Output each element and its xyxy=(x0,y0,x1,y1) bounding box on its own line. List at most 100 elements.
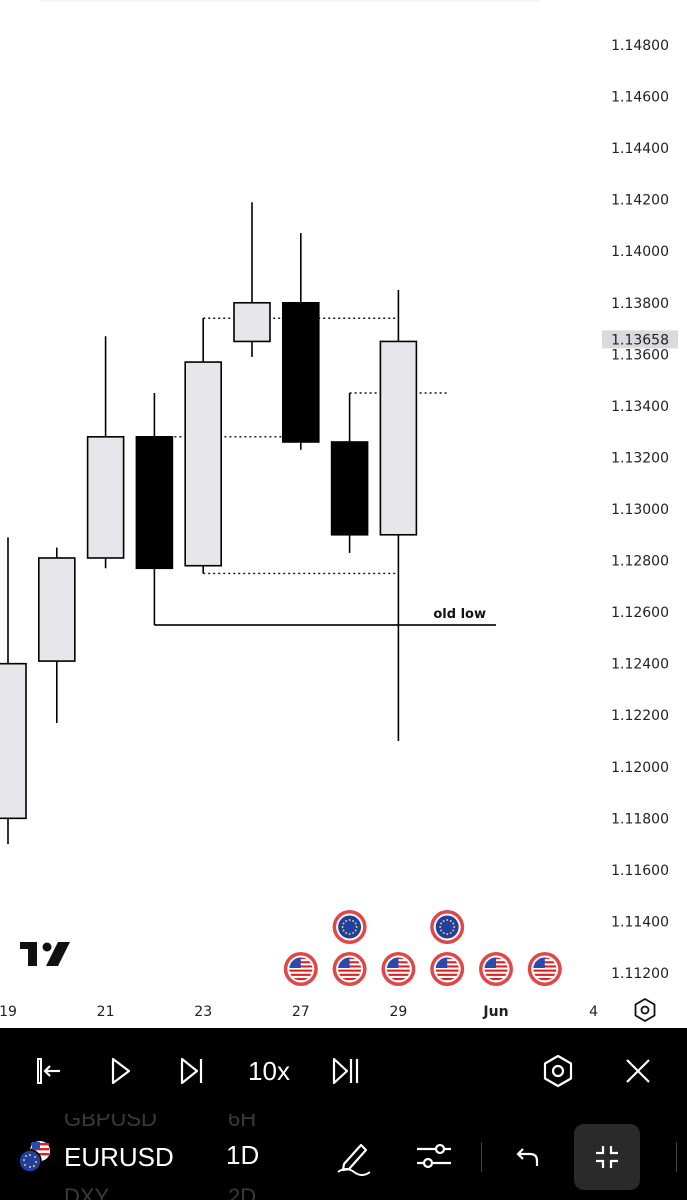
us-flag-body xyxy=(484,957,508,981)
us-flag-body xyxy=(338,957,362,981)
eu-event-flag-icon[interactable] xyxy=(430,910,465,944)
replay-toolbar: 10x xyxy=(0,1028,687,1114)
price-axis-label: 1.13000 xyxy=(611,502,669,518)
tradingview-logo xyxy=(20,942,70,966)
undo-button[interactable] xyxy=(510,1140,544,1174)
indicators-button[interactable] xyxy=(414,1136,454,1176)
price-axis-label: 1.11600 xyxy=(611,863,669,879)
candle-body xyxy=(135,436,174,570)
toolbar-separator xyxy=(676,1142,677,1172)
replay-speed-label: 10x xyxy=(248,1055,290,1086)
price-axis-label: 1.13600 xyxy=(611,347,669,363)
undo-icon xyxy=(516,1148,539,1166)
us-flag-body xyxy=(386,957,410,981)
chart-settings-icon[interactable] xyxy=(634,998,656,1022)
price-axis-label: 1.13200 xyxy=(611,450,669,466)
replay-speed-button[interactable]: 10x xyxy=(238,1028,300,1114)
symbol-selector[interactable]: EURUSD xyxy=(18,1140,174,1174)
current-price-label: 1.13658 xyxy=(611,332,669,348)
interval-label: 1D xyxy=(226,1140,260,1170)
jump-to-start-icon xyxy=(37,1058,60,1084)
drawing-pen-icon xyxy=(337,1143,371,1176)
current-price-tag xyxy=(602,330,678,349)
ghost-interval-below: 2D xyxy=(228,1184,257,1200)
candle xyxy=(184,318,222,574)
candle xyxy=(0,537,27,845)
us-flag-body xyxy=(533,957,557,981)
candle-body xyxy=(184,361,222,567)
date-axis-label: 29 xyxy=(389,1004,407,1020)
candle-body xyxy=(379,340,418,536)
ghost-symbol-above: GBPUSD xyxy=(64,1114,157,1131)
price-axis-label: 1.14600 xyxy=(611,90,669,106)
price-axis-label: 1.14800 xyxy=(611,38,669,54)
replay-settings-button[interactable] xyxy=(534,1028,582,1114)
date-axis-label: 27 xyxy=(292,1004,310,1020)
candle xyxy=(281,233,320,450)
close-replay-button[interactable] xyxy=(614,1028,662,1114)
price-axis-label: 1.14000 xyxy=(611,244,669,260)
step-forward-icon xyxy=(180,1057,203,1085)
exit-replay-icon xyxy=(332,1057,359,1085)
close-icon xyxy=(626,1059,650,1083)
chart-area[interactable]: old low 1.14800 1.14600 1.14400 1.14200 1.140… xyxy=(0,0,687,1028)
candle xyxy=(86,336,125,569)
price-axis-label: 1.13800 xyxy=(611,296,669,312)
us-flag-body xyxy=(435,957,459,981)
price-axis-label: 1.14200 xyxy=(611,193,669,209)
price-axis-label: 1.11200 xyxy=(611,966,669,982)
eu-event-flag-icon[interactable] xyxy=(332,910,367,944)
indicator-sliders-icon xyxy=(417,1143,451,1169)
price-axis-label: 1.12000 xyxy=(611,760,669,776)
ghost-symbol-below: DXY xyxy=(64,1184,110,1200)
candle xyxy=(135,393,174,625)
candle xyxy=(233,202,271,357)
us-event-flag-icon[interactable] xyxy=(381,952,416,986)
exit-replay-button[interactable] xyxy=(322,1028,370,1114)
ghost-interval-above: 6H xyxy=(228,1114,257,1131)
candle-body xyxy=(37,557,76,662)
price-axis-label: 1.14400 xyxy=(611,141,669,157)
candle xyxy=(37,547,76,723)
eu-flag-body xyxy=(338,915,362,939)
jump-to-start-button[interactable] xyxy=(24,1028,72,1114)
bottom-toolbar: GBPUSD 6H DXY 2D EURUSD 1D xyxy=(0,1114,687,1200)
date-axis-label: 19 xyxy=(0,1004,17,1020)
price-axis-label: 1.12200 xyxy=(611,708,669,724)
settings-icon xyxy=(543,1054,573,1088)
play-icon xyxy=(111,1057,131,1085)
candle-body xyxy=(86,436,125,559)
eu-flag-body xyxy=(435,915,459,939)
us-event-flag-icon[interactable] xyxy=(332,952,367,986)
us-event-flag-icon[interactable] xyxy=(283,952,318,986)
play-button[interactable] xyxy=(96,1028,144,1114)
old-low-label: old low xyxy=(433,607,486,622)
candle xyxy=(330,393,369,553)
exit-fullscreen-button[interactable] xyxy=(574,1124,640,1190)
candle-body xyxy=(0,662,27,820)
eurusd-flag-icon xyxy=(18,1141,50,1173)
us-flag-body xyxy=(289,957,313,981)
toolbar-separator xyxy=(481,1142,482,1172)
us-event-flag-icon[interactable] xyxy=(479,952,513,986)
step-forward-button[interactable] xyxy=(168,1028,216,1114)
exit-fullscreen-icon xyxy=(596,1146,618,1168)
candle-body xyxy=(281,301,320,443)
date-axis-label: 4 xyxy=(589,1004,598,1020)
drawing-tools-button[interactable] xyxy=(334,1136,374,1176)
candlestick-chart[interactable]: old low 1.14800 1.14600 1.14400 1.14200 1.140… xyxy=(0,0,687,1028)
candle-body xyxy=(233,301,271,343)
price-axis-label: 1.11400 xyxy=(611,914,669,930)
date-axis-label: Jun xyxy=(482,1004,508,1020)
date-axis-label: 21 xyxy=(97,1004,115,1020)
price-axis-label: 1.12800 xyxy=(611,554,669,570)
symbol-name: EURUSD xyxy=(64,1141,174,1172)
interval-selector[interactable]: 1D xyxy=(226,1140,259,1171)
us-event-flag-icon[interactable] xyxy=(430,952,465,986)
price-axis-label: 1.12600 xyxy=(611,605,669,621)
date-axis-label: 23 xyxy=(194,1004,212,1020)
candle xyxy=(379,289,418,741)
price-axis-label: 1.13400 xyxy=(611,399,669,415)
price-axis-label: 1.12400 xyxy=(611,657,669,673)
us-event-flag-icon[interactable] xyxy=(527,952,562,986)
